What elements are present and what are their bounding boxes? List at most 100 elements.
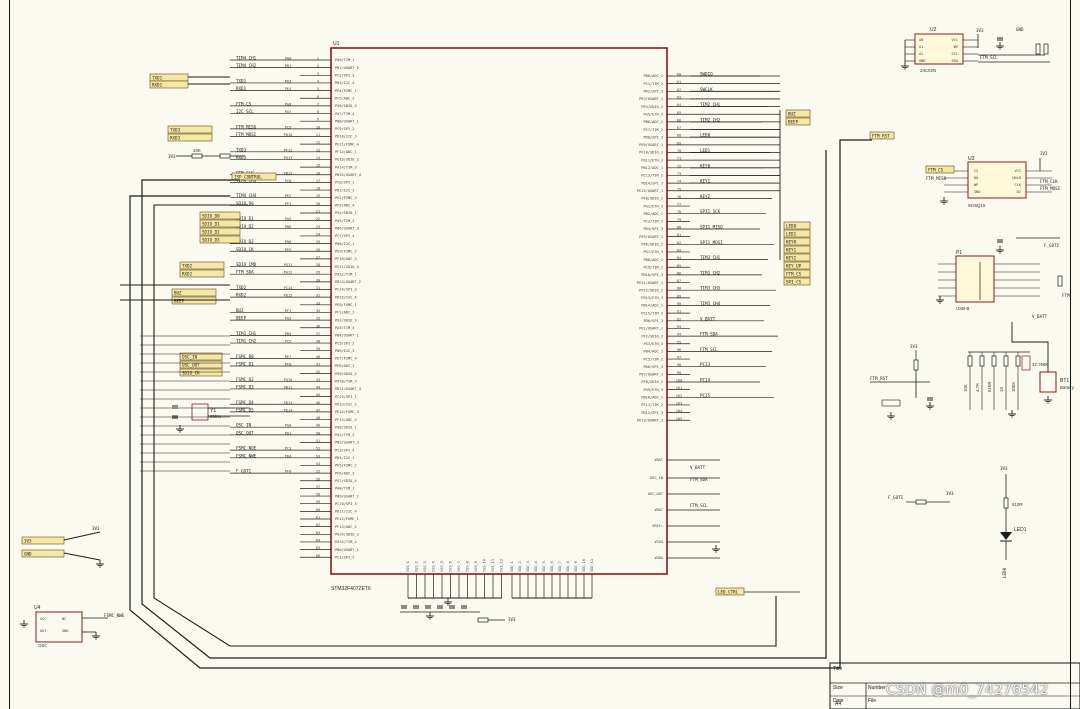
net-label-txd3: TXD3 — [170, 127, 181, 132]
mcu-pin-number: 11 — [316, 133, 320, 137]
net-label-sdio-ck: SDIO_CK — [182, 370, 200, 375]
net-label-3v3: 3V3 — [24, 538, 32, 543]
mcu-pin-number: 44 — [316, 385, 320, 389]
mcu-pin-number: 90 — [677, 302, 681, 306]
net-label-buz: BUZ — [174, 290, 182, 295]
mcu-pin-number: 100 — [676, 379, 683, 383]
mcu-pin-number: 59 — [316, 500, 320, 504]
net-name-ftm-sda: FTM_SDA — [700, 332, 718, 337]
mcu-pin-name: PE4/FSMC_1 — [335, 89, 357, 93]
mcu-pin-number: 104 — [676, 409, 683, 413]
net-label-osc-out: OSC_OUT — [182, 362, 200, 367]
mcu-pin-name: PD8/SPI_3 — [644, 135, 663, 139]
mcu-pin-number: 64 — [316, 538, 320, 542]
net-label-isp-control-box — [231, 172, 277, 181]
mcu-pin-name: PC5/TIM_2 — [644, 357, 663, 361]
mcu-port-label: PE2 — [285, 194, 292, 198]
net-name-pc14: PC14 — [700, 378, 711, 383]
net-label-led0: LED0 — [786, 223, 797, 228]
mcu-port-label: PF8 — [285, 363, 292, 367]
watermark: CSDN @m0_74276542 — [886, 682, 1049, 698]
net-name-pc13: PC13 — [700, 362, 711, 367]
mcu-pin-number: 35 — [316, 317, 320, 321]
net-label-spi-cs: SPI_CS — [786, 279, 802, 284]
mcu-pin-name: PA15/TIM_4 — [335, 540, 357, 544]
mcu-port-label: PA10 — [284, 378, 293, 382]
mcu-pin-name: PA5/TIM_2 — [335, 219, 354, 223]
mcu-pin-name: VDDA — [654, 556, 663, 560]
power-label: 3V3 — [910, 344, 918, 349]
crystal-designator: Y1 — [210, 408, 216, 414]
net-name-tim3-ch2: TIM3_CH2 — [700, 270, 721, 275]
net-name-txd3: TXD3 — [236, 147, 247, 152]
mcu-pin-name: PG9/SDIO_2 — [335, 372, 357, 376]
mcu-pin-name: PF5/ADC_2 — [335, 96, 354, 100]
mcu-pin-name: VDD_8 — [566, 561, 570, 572]
mcu-pin-number: 31 — [316, 286, 320, 290]
net-label-key0: KEY0 — [786, 239, 797, 244]
mcu-pin-number: 98 — [677, 363, 681, 367]
power-label-vbatt: V_BATT — [690, 465, 706, 470]
mcu-port-label: PA12 — [284, 271, 293, 275]
mcu-pin-name: PB2/USART_3 — [335, 441, 359, 445]
power-label: 3V3 — [946, 491, 954, 496]
mcu-pin-number: 76 — [677, 195, 681, 199]
mcu-pin-name: PG9/ETH_3 — [644, 388, 663, 392]
net-name-tim1-ch2: TIM1_CH2 — [236, 339, 257, 344]
mcu-pin-name: PC0/SPI_1 — [335, 181, 354, 185]
mcu-pin-name: PB6/USART_3 — [335, 227, 359, 231]
mcu-pin-name: PD2/SPI_3 — [644, 90, 663, 94]
net-name-osc-in: OSC_IN — [236, 423, 252, 428]
net-name-ftm-scl: FTM_SCL — [700, 347, 718, 352]
mcu-pin-name: PA3/TIM_4 — [335, 326, 354, 330]
mcu-pin-name: PC12/SPI_1 — [335, 395, 357, 399]
mcu-pin-name: PG6/SDIO_3 — [335, 104, 357, 108]
net-name-tim4-ch4: TIM4_CH4 — [236, 193, 257, 198]
resistor-value: 4.7K — [975, 383, 980, 392]
mcu-pin-number: 5 — [317, 87, 319, 91]
battery-designator: BT1 — [1060, 378, 1069, 384]
mcu-pin-name: VSS_6 — [449, 561, 453, 572]
mcu-pin-number: 92 — [677, 317, 681, 321]
net-label-txd2-box — [179, 261, 225, 270]
mcu-pin-name: PG7/SDIO_4 — [335, 479, 357, 483]
osc-pin-name: GND — [62, 629, 69, 633]
net-label-isp-control: ISP_CONTROL — [234, 174, 262, 179]
power-label: 3V3 — [1000, 466, 1008, 471]
mcu-pin-name: PC3/SPI_4 — [335, 448, 354, 452]
mcu-pin-number: 61 — [677, 80, 681, 84]
mcu-pin-name: PF2/SDIO_2 — [641, 334, 663, 338]
long-loop-wire — [141, 150, 827, 659]
net-label-buz: BUZ — [788, 111, 796, 116]
net-name-fsmc-d2: FSMC_D2 — [236, 377, 254, 382]
mcu-pin-name: PD3/I2C_4 — [335, 81, 354, 85]
mcu-pin-number: 29 — [316, 271, 320, 275]
mcu-pin-name: PE1/USART_1 — [639, 327, 663, 331]
mcu-pin-name: PB4/ADC_1 — [644, 350, 663, 354]
mcu-pin-name: PE15/USART_1 — [637, 189, 663, 193]
mcu-pin-number: 42 — [316, 370, 320, 374]
mcu-port-label: PB11 — [284, 385, 293, 389]
mcu-pin-number: 32 — [316, 294, 320, 298]
net-label-led-ctrl: LED_CTRL — [718, 589, 739, 594]
eeprom-part: 24C02N — [920, 68, 936, 73]
mcu-pin-number: 72 — [677, 164, 681, 168]
mcu-pin-number: 3 — [317, 72, 319, 76]
mcu-pin-name: PD1/I2C_2 — [335, 188, 354, 192]
net-label-buz-box — [785, 109, 811, 118]
mcu-pin-name: PE3/USART_1 — [639, 97, 663, 101]
mcu-pin-number: 21 — [316, 210, 320, 214]
net-name: FTM_RST — [870, 376, 888, 381]
mcu-pin-name: PF8/SDIO_2 — [641, 380, 663, 384]
net-name-fsmc-nwe: FSMC_NWE — [236, 453, 257, 458]
mcu-pin-number: 10 — [316, 125, 320, 129]
mcu-body — [330, 47, 668, 575]
pull-resistor — [967, 355, 973, 367]
mcu-part-number: STM32F407ZET6 — [331, 586, 371, 592]
mcu-pin-name: PE5/FSMC_2 — [335, 464, 357, 468]
net-label-sdio-d2: SDIO_D2 — [202, 229, 220, 234]
mcu-pin-number: 66 — [316, 554, 320, 558]
power-label: 3V3 — [976, 28, 984, 33]
